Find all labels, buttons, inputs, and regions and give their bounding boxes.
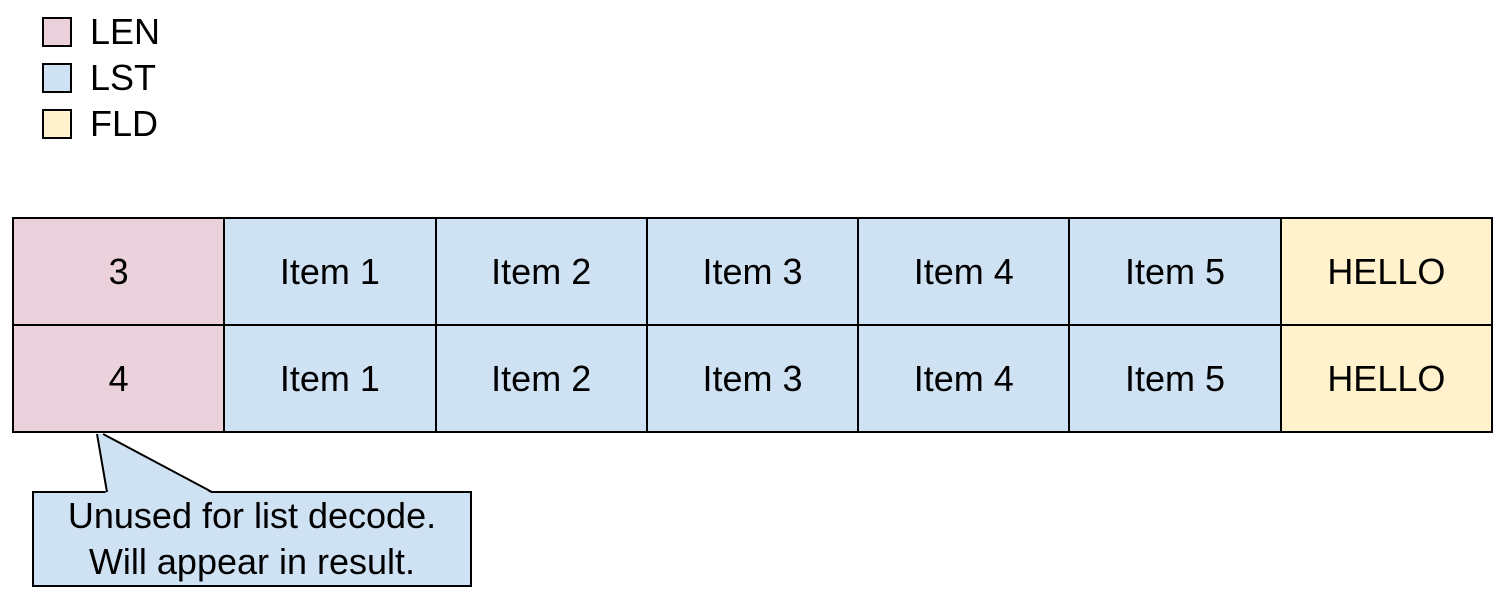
legend-label-lst: LST	[90, 57, 157, 98]
row1-item-5-cell: Item 5	[1069, 218, 1281, 325]
byte-table: 3 Item 1 Item 2 Item 3 Item 4 Item 5 HEL…	[12, 217, 1493, 433]
row1-len-cell: 3	[13, 218, 225, 325]
fld-swatch-icon	[42, 109, 72, 139]
row1-item-2-cell: Item 2	[435, 218, 647, 325]
row2-item-2-cell: Item 2	[435, 325, 647, 432]
legend-label-len: LEN	[90, 11, 161, 52]
row2-item-1-cell: Item 1	[224, 325, 436, 432]
lst-swatch-icon	[42, 63, 72, 93]
legend: LEN LST FLD	[42, 11, 161, 155]
row2-item-3-cell: Item 3	[646, 325, 859, 432]
legend-item-len: LEN	[42, 11, 161, 52]
callout-bubble: Unused for list decode. Will appear in r…	[32, 491, 472, 587]
row2-item-5-cell: Item 5	[1069, 325, 1281, 432]
legend-label-fld: FLD	[90, 103, 159, 144]
legend-item-fld: FLD	[42, 103, 160, 144]
row2-len-cell: 4	[13, 325, 225, 432]
row2-field-cell: HELLO	[1280, 325, 1492, 432]
callout-line-2: Will appear in result.	[88, 541, 416, 582]
callout-line-1: Unused for list decode.	[67, 495, 437, 536]
row1-item-1-cell: Item 1	[224, 218, 436, 325]
row1-item-4-cell: Item 4	[858, 218, 1070, 325]
row2-item-4-cell: Item 4	[858, 325, 1070, 432]
len-swatch-icon	[42, 17, 72, 47]
row1-item-3-cell: Item 3	[646, 218, 859, 325]
row1-field-cell: HELLO	[1280, 218, 1492, 325]
legend-item-lst: LST	[42, 57, 160, 98]
